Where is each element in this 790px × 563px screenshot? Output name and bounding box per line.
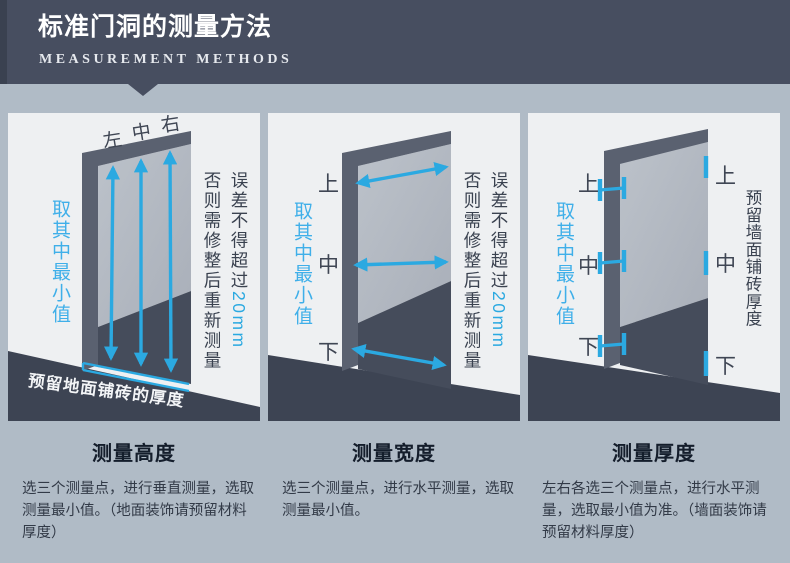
caption-title: 测量宽度: [352, 443, 436, 465]
label-bottom: 下: [318, 341, 339, 364]
caption-title: 测量高度: [92, 443, 176, 465]
header-pointer-triangle: [128, 84, 158, 96]
door-frame-shape: [82, 131, 191, 371]
label-right-top: 上: [715, 165, 736, 188]
door-opening-shape: [358, 144, 451, 323]
thickness-mark-bottom: [597, 333, 627, 357]
floor-shape: [8, 351, 260, 421]
tolerance-note-line2: 否则需修整后重新测量: [462, 171, 482, 371]
caption-thickness: 测量厚度 左右各选三个测量点，进行水平测量，选取最小值为准。（墙面装饰请预留材料…: [528, 421, 780, 544]
height-arrow-right: [162, 150, 179, 373]
tolerance-note-line1: 误差不得超过20mm: [485, 171, 512, 371]
tolerance-value: 20mm: [489, 291, 509, 350]
caption-body: 选三个测量点，进行垂直测量，选取测量最小值。（地面装饰请预留材料厚度）: [22, 481, 254, 541]
caption-body: 选三个测量点，进行水平测量，选取测量最小值。: [282, 481, 514, 519]
caption-height: 测量高度 选三个测量点，进行垂直测量，选取测量最小值。（地面装饰请预留材料厚度）: [8, 421, 260, 544]
tolerance-note: 误差不得超过20mm 否则需修整后重新测量: [458, 171, 512, 371]
label-left-top: 上: [578, 173, 599, 196]
label-left-bottom: 下: [578, 336, 599, 359]
thickness-mark-middle: [597, 250, 627, 274]
width-measure-arrows: [351, 162, 449, 371]
tolerance-text: 误差不得超过: [489, 171, 509, 291]
door-diagram-width: 上 中 下: [268, 131, 520, 421]
label-right: 右: [159, 113, 181, 137]
door-diagram-thickness: 上 中 下 上 中 下: [528, 129, 780, 421]
panel-measure-width: 上 中 下 取其中最小值 误差不得超过20mm 否则需修整后重新测量: [268, 113, 520, 421]
page-subtitle: MEASUREMENT METHODS: [39, 52, 293, 67]
tolerance-note: 误差不得超过20mm 否则需修整后重新测量: [198, 171, 252, 371]
floor-shape: [268, 355, 520, 421]
panel-measure-height: 左 中 右 取其中最小值 误差不得超过20mm 否则需修整后重新测量 预留地面铺…: [8, 113, 260, 421]
caption-title: 测量厚度: [612, 443, 696, 465]
label-middle: 中: [318, 254, 339, 277]
height-arrow-left: [103, 165, 121, 361]
caption-width: 测量宽度 选三个测量点，进行水平测量，选取测量最小值。: [268, 421, 520, 522]
caption-body: 左右各选三个测量点，进行水平测量，选取最小值为准。（墙面装饰请预留材料厚度）: [542, 481, 767, 541]
door-opening-shadow-shape: [620, 298, 708, 385]
label-top: 上: [318, 173, 339, 196]
label-right-bottom: 下: [715, 355, 736, 378]
min-value-note: 取其中最小值: [553, 201, 574, 327]
header-left-edge: [0, 0, 7, 84]
thickness-marks-left: [597, 177, 627, 357]
tolerance-note-line1: 误差不得超过20mm: [225, 171, 252, 371]
floor-shape: [528, 355, 780, 421]
label-left-middle: 中: [578, 255, 599, 278]
height-measure-arrows: [103, 150, 179, 373]
door-opening-shape: [620, 142, 708, 327]
page-title: 标准门洞的测量方法: [38, 13, 273, 41]
tolerance-value: 20mm: [229, 291, 249, 350]
label-left: 左: [101, 128, 123, 153]
label-middle: 中: [130, 120, 152, 145]
header: 标准门洞的测量方法 MEASUREMENT METHODS: [0, 0, 790, 84]
wall-reserve-note: 预留墙面铺砖厚度: [743, 189, 761, 328]
label-right-middle: 中: [715, 253, 736, 276]
min-value-note: 取其中最小值: [291, 201, 312, 327]
width-arrow-bottom: [351, 343, 447, 371]
floor-gap-lines: [81, 361, 190, 393]
min-value-note: 取其中最小值: [49, 199, 70, 325]
door-diagram-height: 左 中 右: [8, 113, 260, 421]
width-arrow-middle: [353, 255, 449, 272]
tolerance-text: 误差不得超过: [229, 171, 249, 291]
panel-measure-thickness: 上 中 下 上 中 下 取其中最小值 预留墙面铺砖厚度: [528, 113, 780, 421]
thickness-mark-top: [597, 177, 627, 201]
tolerance-note-line2: 否则需修整后重新测量: [202, 171, 222, 371]
width-arrow-top: [355, 162, 449, 188]
